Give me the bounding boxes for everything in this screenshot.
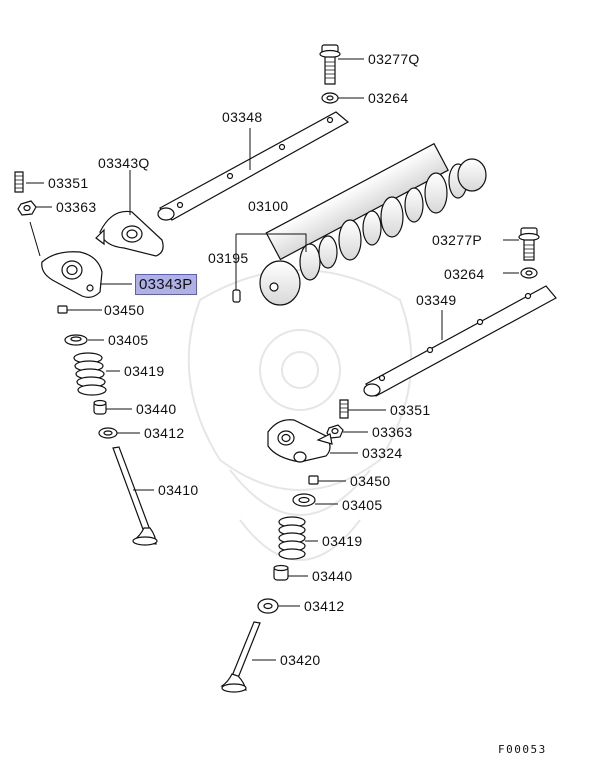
valve-spring-03419-right-drawing [279,517,305,559]
part-label-03412-left[interactable]: 03412 [144,425,185,441]
part-label-03349[interactable]: 03349 [416,292,457,308]
spring-seat-03405-right-drawing [293,494,315,506]
part-label-03363-right[interactable]: 03363 [372,424,413,440]
valve-03410-drawing [113,447,157,545]
part-label-03419-right[interactable]: 03419 [322,533,363,549]
valve-seal-03440-left-drawing [94,401,106,415]
part-label-03343Q[interactable]: 03343Q [98,155,150,171]
part-label-03420[interactable]: 03420 [280,652,321,668]
part-label-03324[interactable]: 03324 [362,445,403,461]
adjust-screw-03351-left-drawing [15,172,23,192]
lash-adjuster-03450-right-drawing [309,476,318,484]
part-label-03351-right[interactable]: 03351 [390,402,431,418]
spring-seat-03405-left-drawing [65,335,87,345]
part-label-03348[interactable]: 03348 [222,109,263,125]
adjust-screw-03351-right-drawing [340,400,348,418]
bolt-03277Q-drawing [320,45,340,84]
nut-03363-right-drawing [327,425,343,438]
part-label-03405-left[interactable]: 03405 [108,332,149,348]
part-label-03450-right[interactable]: 03450 [350,473,391,489]
part-label-03405-right[interactable]: 03405 [342,497,383,513]
pin-03195-drawing [233,290,240,302]
part-label-03440-right[interactable]: 03440 [312,568,353,584]
leader-lines [26,59,519,660]
rocker-shaft-03349-drawing [364,286,556,396]
lash-adjuster-03450-left-drawing [58,306,67,313]
figure-id: F00053 [498,743,547,756]
part-label-03264-right[interactable]: 03264 [444,266,485,282]
part-label-03343P-highlighted[interactable]: 03343P [135,274,197,295]
valve-03420-drawing [222,622,260,692]
part-label-03410[interactable]: 03410 [158,482,199,498]
part-label-03450-left[interactable]: 03450 [104,302,145,318]
part-label-03440-left[interactable]: 03440 [136,401,177,417]
part-label-03351-left[interactable]: 03351 [48,175,89,191]
part-label-03195[interactable]: 03195 [208,250,249,266]
spring-seat-03412-right-drawing [258,599,278,613]
bolt-03277P-drawing [519,228,539,260]
nut-03363-left-drawing [18,201,36,215]
washer-03264-right-drawing [521,268,537,278]
part-label-03277Q[interactable]: 03277Q [368,51,420,67]
part-label-03363-left[interactable]: 03363 [56,199,97,215]
watermark [189,270,412,560]
rocker-arm-03324-drawing [268,420,332,462]
spring-seat-03412-left-drawing [99,428,117,438]
rocker-shaft-03348-drawing [158,112,348,220]
part-label-03264-top[interactable]: 03264 [368,90,409,106]
part-label-03100[interactable]: 03100 [248,198,289,214]
part-label-03419-left[interactable]: 03419 [124,363,165,379]
rocker-arm-03343P-drawing [42,252,102,298]
camshaft-03100-drawing [260,144,486,305]
valve-spring-03419-left-drawing [74,353,106,395]
part-label-03277P[interactable]: 03277P [432,232,483,248]
valve-seal-03440-right-drawing [274,566,288,581]
part-label-03412-right[interactable]: 03412 [304,598,345,614]
rocker-arm-03343Q-drawing [96,211,163,256]
washer-03264-top-drawing [322,93,338,103]
